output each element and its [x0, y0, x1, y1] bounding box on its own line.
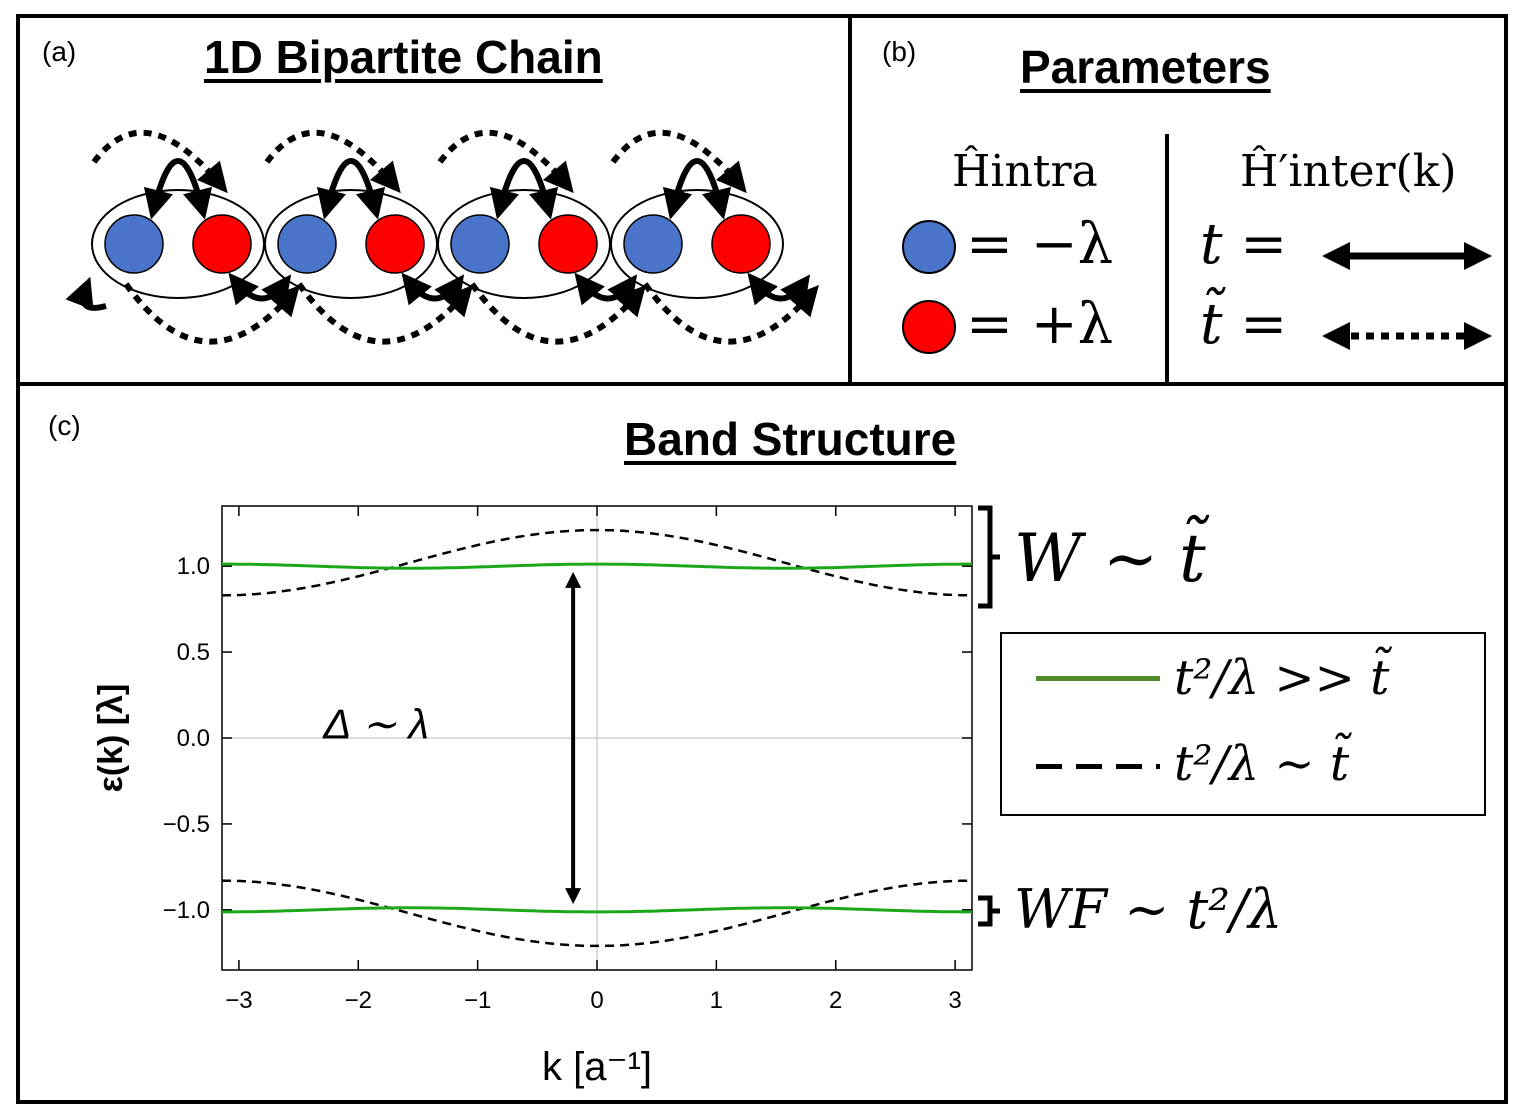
blue-site-0 [104, 214, 164, 274]
t-tilde-dotted-arrow [1322, 322, 1492, 350]
solid-hop-arc-2 [489, 158, 559, 220]
red-site-legend [902, 300, 956, 354]
y-tick-label-0: −1.0 [163, 897, 210, 924]
panel-a-letter: (a) [42, 36, 77, 67]
red-site-0 [192, 214, 252, 274]
panel-b-divider [1165, 134, 1169, 384]
red-site-value: = +λ [966, 292, 1114, 357]
x-tick-label-4: 1 [710, 987, 723, 1014]
solid-hop-arc-3 [662, 158, 732, 220]
red-site-2 [538, 214, 598, 274]
x-tick-label-6: 3 [948, 987, 961, 1014]
t-hopping-label: t = [1200, 212, 1288, 277]
panel-a-title: 1D Bipartite Chain [204, 31, 603, 83]
solid-hop-arc-0 [143, 158, 213, 220]
bandwidth-top-label: W ∼ t̃ [1014, 520, 1206, 597]
bipartite-chain-diagram [65, 129, 819, 345]
h-intra-label: Ĥintra [952, 146, 1098, 197]
dotted-hop-top-0 [91, 129, 228, 194]
solid-inter-hop-0 [228, 272, 292, 308]
dotted-hop-bottom-2 [469, 282, 646, 345]
x-tick-label-1: −2 [345, 987, 372, 1014]
bandwidth-bottom-label: WF ∼ t²/λ [1014, 878, 1283, 941]
blue-site-1 [277, 214, 337, 274]
dotted-hop-top-2 [437, 129, 574, 194]
solid-inter-hop-2 [574, 272, 638, 308]
green-band-lower [222, 906, 972, 914]
legend-dashed-label: t²/λ ∼ t̃ [1174, 736, 1350, 792]
dotted-hop-bottom-1 [296, 282, 473, 345]
y-tick-label-2: 0.0 [177, 725, 210, 752]
blue-site-2 [450, 214, 510, 274]
t-tilde-hopping-label: t̃ = [1200, 292, 1288, 357]
legend-solid-label: t²/λ >> t̃ [1174, 650, 1390, 706]
x-tick-label-2: −1 [464, 987, 491, 1014]
x-axis-label: k [a⁻¹] [542, 1045, 652, 1089]
panel-b-title: Parameters [1020, 41, 1271, 93]
solid-inter-hop-3 [747, 272, 811, 308]
h-inter-label: Ĥ′inter(k) [1240, 146, 1457, 197]
h-inter-heading: Ĥ′inter(k) [1240, 146, 1457, 197]
h-intra-heading: Ĥintra [952, 146, 1098, 197]
t-solid-arrow [1322, 242, 1492, 270]
blue-site-3 [623, 214, 683, 274]
panel-c-frame [16, 382, 1508, 1104]
legend-solid-swatch [1036, 676, 1160, 681]
solid-inter-hop-left-end [65, 276, 107, 311]
red-site-3 [711, 214, 771, 274]
red-site-1 [365, 214, 425, 274]
chart-legend: t²/λ >> t̃ t²/λ ∼ t̃ [1000, 632, 1486, 816]
dashed-band-upper [221, 528, 973, 597]
dotted-hop-bottom-0 [123, 282, 300, 345]
panel-c-title: Band Structure [624, 413, 957, 465]
width-brackets [978, 505, 1000, 927]
blue-site-legend [902, 220, 956, 274]
blue-site-value: = −λ [966, 212, 1114, 277]
y-tick-label-4: 1.0 [177, 553, 210, 580]
x-tick-label-0: −3 [225, 987, 252, 1014]
dotted-hop-top-1 [264, 129, 401, 194]
dashed-band-lower [221, 879, 973, 948]
panel-c-letter: (c) [48, 410, 81, 441]
solid-inter-hop-1 [401, 272, 465, 308]
gap-label: Δ ∼ λ [322, 701, 429, 748]
x-tick-label-3: 0 [590, 987, 603, 1014]
x-tick-label-5: 2 [829, 987, 842, 1014]
green-band-upper [222, 562, 972, 570]
legend-dashed-swatch [1036, 764, 1160, 769]
y-axis-label: ε(k) [λ] [92, 684, 130, 793]
dotted-hop-top-3 [610, 129, 747, 194]
band-structure-chart: −3 −2 −1 0 1 2 3 −1.0 −0.5 0.0 0.5 1.0 k [a⁻¹] ε(k) [… [92, 505, 973, 1089]
solid-hop-arc-1 [316, 158, 386, 220]
y-tick-label-3: 0.5 [177, 639, 210, 666]
y-tick-label-1: −0.5 [163, 811, 210, 838]
panel-b-letter: (b) [882, 36, 917, 67]
dotted-hop-bottom-3 [642, 282, 819, 345]
